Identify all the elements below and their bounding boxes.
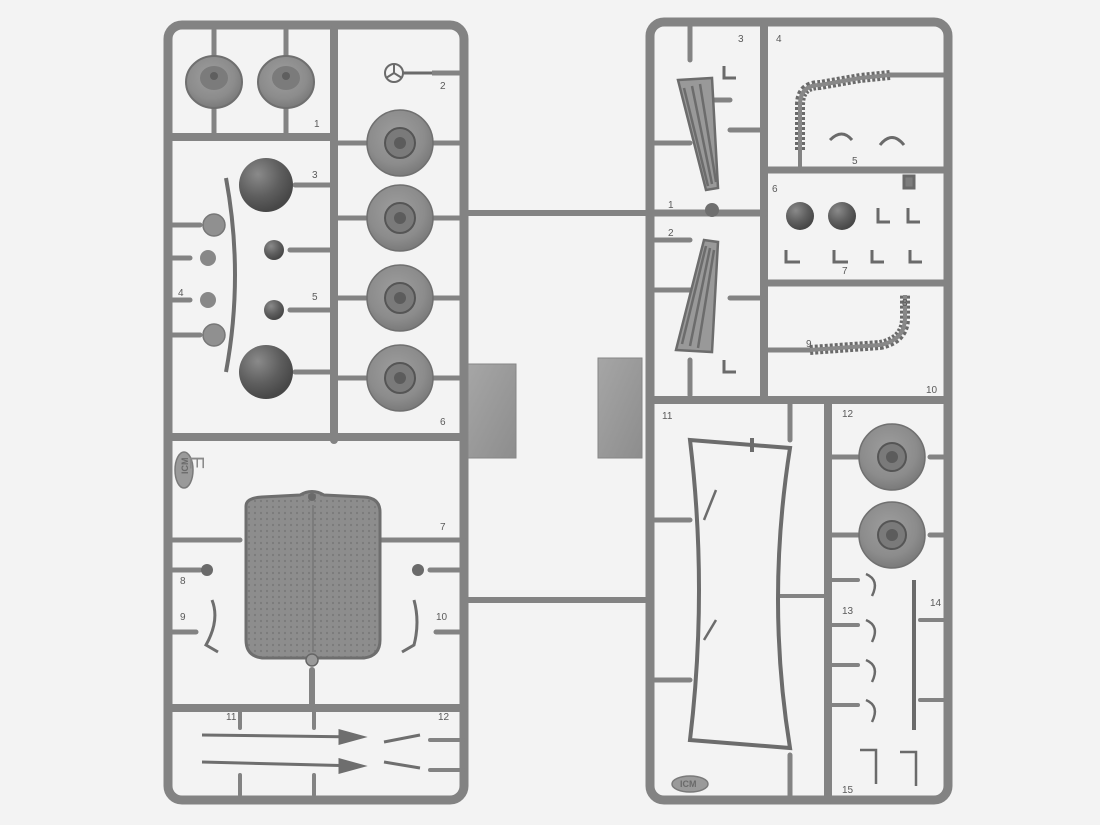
svg-text:1: 1 [314, 119, 320, 130]
svg-text:10: 10 [926, 385, 938, 396]
svg-text:6: 6 [772, 184, 778, 195]
svg-text:11: 11 [226, 712, 237, 723]
svg-text:7: 7 [440, 522, 446, 533]
icm-logo: ICM [174, 451, 194, 489]
svg-text:5: 5 [312, 292, 318, 303]
svg-text:15: 15 [842, 785, 854, 796]
svg-text:4: 4 [776, 34, 782, 45]
hub-disc-part [858, 501, 926, 569]
svg-text:4: 4 [178, 288, 184, 299]
rod-parts [201, 729, 421, 774]
hub-disc-part [366, 184, 434, 252]
sprue-connectors [464, 210, 650, 603]
gate-tab [597, 357, 643, 459]
radiator-grille-part [244, 490, 382, 667]
svg-text:8: 8 [180, 576, 186, 587]
svg-text:12: 12 [438, 712, 450, 723]
sprue-letter: E [185, 456, 207, 469]
left-part-numbers: 1 2 3 4 5 6 7 8 9 10 11 12 [178, 81, 450, 723]
hub-disc-part [366, 264, 434, 332]
svg-text:6: 6 [440, 417, 446, 428]
svg-text:9: 9 [180, 612, 186, 623]
hub-disc-part [858, 423, 926, 491]
hub-disc-part [366, 109, 434, 177]
icm-logo: ICM [671, 775, 709, 793]
svg-text:9: 9 [806, 339, 812, 350]
right-sprue [645, 17, 953, 805]
svg-text:3: 3 [738, 34, 744, 45]
svg-text:ICM: ICM [680, 779, 697, 789]
svg-text:ICM: ICM [180, 458, 190, 475]
windscreen-frame-part [687, 437, 793, 751]
left-sprue-frame [163, 20, 469, 805]
louver-panel-part [674, 238, 720, 354]
headlamp-ball-part [239, 345, 293, 399]
coiled-hose-part [809, 295, 910, 355]
svg-text:3: 3 [312, 170, 318, 181]
headlamp-ball-part [239, 158, 293, 212]
svg-text:10: 10 [436, 612, 448, 623]
svg-text:11: 11 [662, 411, 673, 422]
cup-part [257, 55, 315, 109]
svg-text:2: 2 [668, 228, 674, 239]
lamp-bar-part [224, 177, 237, 373]
hook-parts [860, 572, 918, 786]
left-sprue-parts: ICM E 1 2 3 4 5 6 [174, 55, 464, 774]
small-lamp-part [264, 300, 284, 320]
svg-text:12: 12 [842, 409, 854, 420]
right-part-numbers: 1 2 3 4 5 6 7 8 9 10 11 12 13 14 15 [662, 34, 942, 796]
right-sprue-frame [645, 17, 953, 805]
cup-part [185, 55, 243, 109]
svg-text:8: 8 [902, 298, 908, 309]
right-sprue-parts: ICM 1 2 3 4 5 6 7 8 9 10 11 12 13 14 15 [662, 34, 942, 796]
hood-ornament-part [384, 63, 464, 83]
svg-text:2: 2 [440, 81, 446, 92]
coiled-hose-part [795, 70, 891, 150]
svg-text:1: 1 [668, 200, 674, 211]
svg-text:14: 14 [930, 598, 942, 609]
small-lamp-part [264, 240, 284, 260]
louver-panel-part [676, 76, 720, 192]
hub-disc-part [366, 344, 434, 412]
svg-text:5: 5 [852, 156, 858, 167]
horn-bell-part [786, 202, 814, 230]
gate-tab [467, 363, 517, 459]
horn-bell-part [828, 202, 856, 230]
left-sprue [163, 20, 469, 805]
svg-text:7: 7 [842, 266, 848, 277]
svg-text:13: 13 [842, 606, 854, 617]
